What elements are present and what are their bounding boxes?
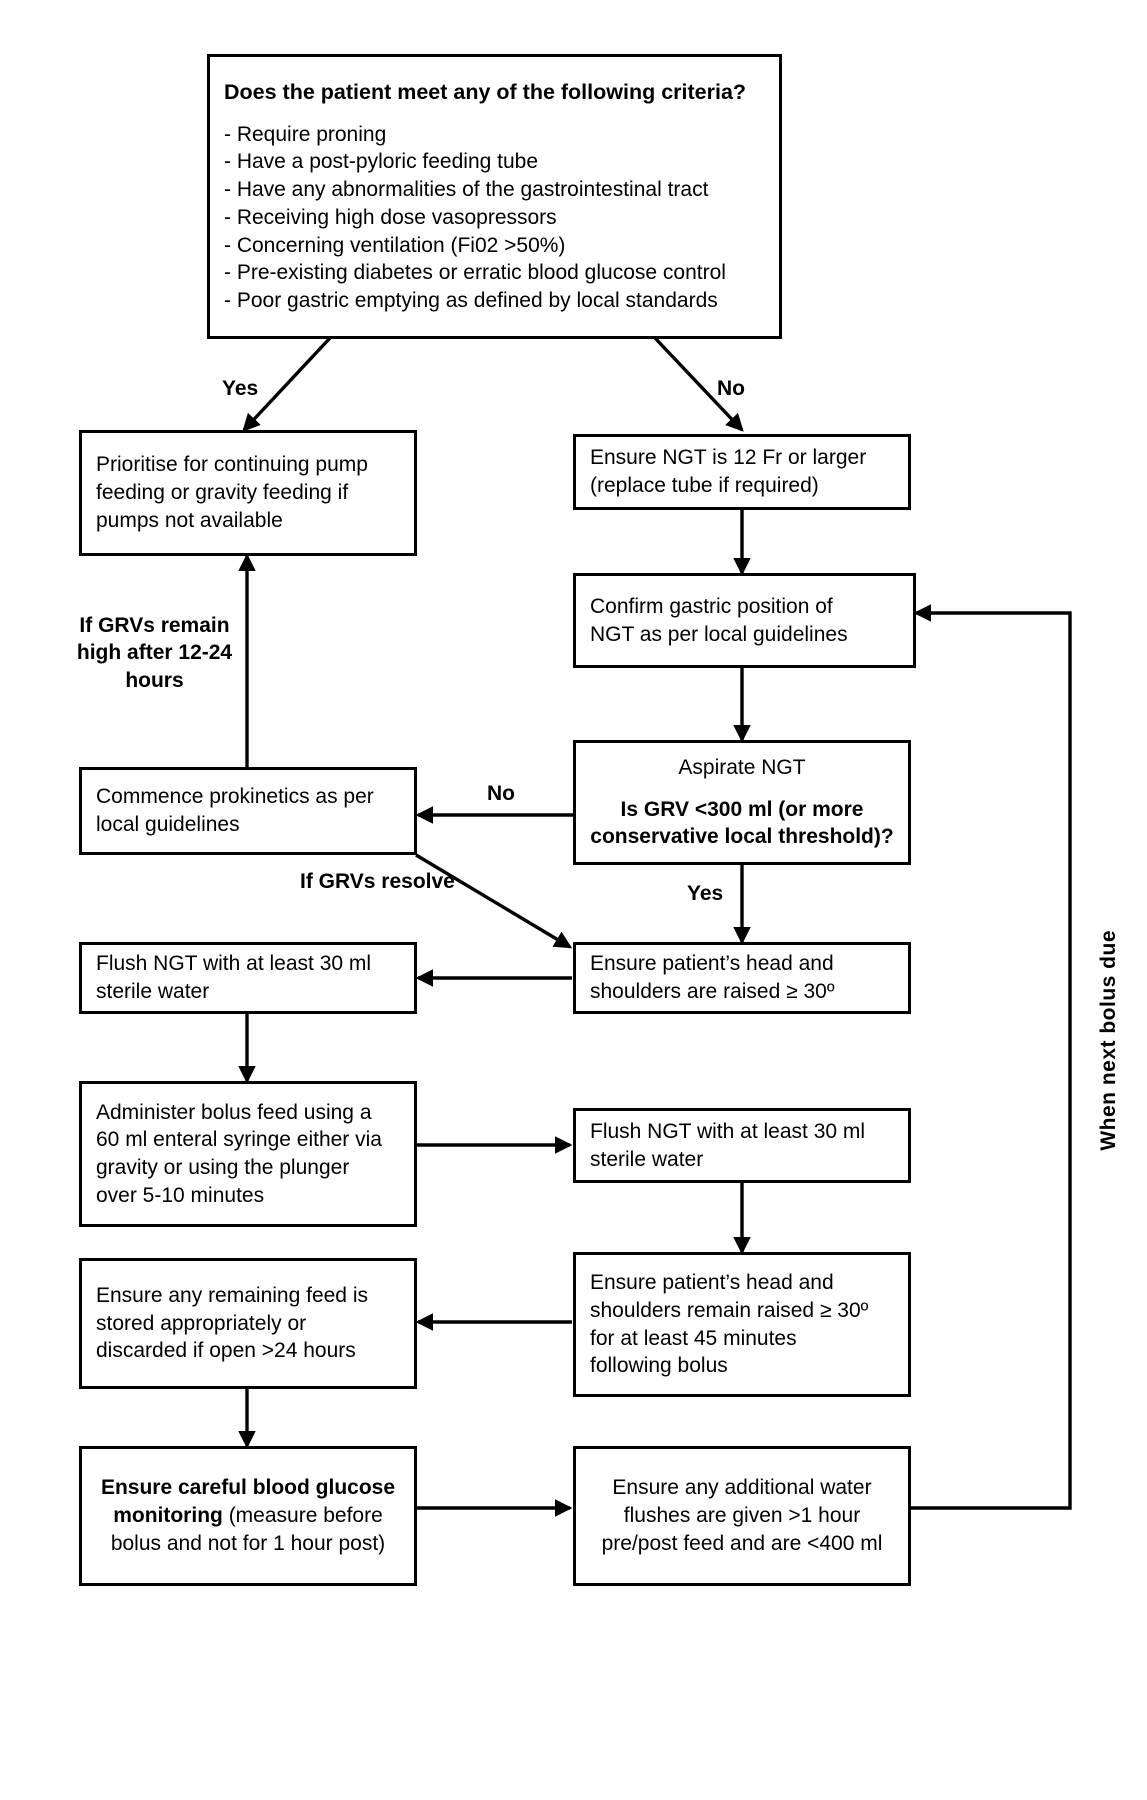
node-prioritise-pump: Prioritise for continuing pump feeding o… [79, 430, 417, 556]
node-line: sterile water [590, 1147, 704, 1171]
node-line: for at least 45 minutes [590, 1326, 797, 1350]
edge-label-when-next-bolus: When next bolus due [1097, 930, 1120, 1151]
node-line: Flush NGT with at least 30 ml [590, 1119, 866, 1143]
node-line: discarded if open >24 hours [96, 1339, 356, 1363]
aspirate-question-line: conservative local threshold)? [590, 825, 894, 849]
criteria-item: - Have any abnormalities of the gastroin… [224, 178, 709, 202]
node-confirm-position: Confirm gastric position of NGT as per l… [573, 573, 916, 668]
node-line: (replace tube if required) [590, 474, 819, 497]
node-blood-glucose: Ensure careful blood glucose monitoring … [79, 1446, 417, 1586]
node-line: Ensure NGT is 12 Fr or larger [590, 446, 867, 470]
node-criteria: Does the patient meet any of the followi… [207, 54, 782, 339]
node-line-bold: Ensure careful blood glucose [82, 1474, 414, 1502]
node-line: sterile water [96, 980, 210, 1003]
node-head-remain-raised: Ensure patient’s head and shoulders rema… [573, 1252, 911, 1397]
node-line: Confirm gastric position of [590, 594, 833, 618]
node-line: feeding or gravity feeding if [96, 481, 349, 505]
node-line: Ensure patient’s head and [590, 1271, 834, 1295]
node-flush-after: Flush NGT with at least 30 ml sterile wa… [573, 1108, 911, 1183]
criteria-heading: Does the patient meet any of the followi… [224, 80, 747, 105]
blood-glucose-bold-1: Ensure careful blood glucose [100, 1476, 396, 1500]
criteria-item: - Pre-existing diabetes or erratic blood… [224, 261, 726, 285]
blood-glucose-rest-1: (measure before [222, 1504, 383, 1528]
node-line-mixed: monitoring (measure before [82, 1502, 414, 1530]
node-line: local guidelines [96, 813, 240, 836]
node-line: NGT as per local guidelines [590, 622, 848, 646]
aspirate-plain-line: Aspirate NGT [678, 755, 806, 779]
edge-label-grvs-resolve: If GRVs resolve [300, 870, 455, 893]
node-flush-before: Flush NGT with at least 30 ml sterile wa… [79, 942, 417, 1014]
criteria-item: - Receiving high dose vasopressors [224, 205, 557, 229]
node-remaining-feed: Ensure any remaining feed is stored appr… [79, 1258, 417, 1389]
criteria-item: - Require proning [224, 122, 387, 146]
node-ensure-ngt-size: Ensure NGT is 12 Fr or larger (replace t… [573, 434, 911, 510]
edge-label-line: high after 12-24 [76, 641, 233, 665]
node-line: over 5-10 minutes [96, 1183, 265, 1207]
criteria-item: - Poor gastric emptying as defined by lo… [224, 288, 718, 312]
edge-label-no-grv: No [487, 782, 515, 805]
edge-label-yes-grv: Yes [687, 882, 724, 905]
blood-glucose-bold-2: monitoring [113, 1504, 223, 1528]
node-line: 60 ml enteral syringe either via [96, 1128, 382, 1152]
node-line: stored appropriately or [96, 1311, 307, 1335]
node-line: Ensure any remaining feed is [96, 1283, 368, 1307]
edge-label-line: hours [125, 668, 184, 692]
node-line: following bolus [590, 1354, 728, 1378]
node-line: Prioritise for continuing pump [96, 453, 368, 477]
node-aspirate-ngt: Aspirate NGT Is GRV <300 ml (or more con… [573, 740, 911, 865]
node-line: bolus and not for 1 hour post) [110, 1531, 386, 1555]
edge-label-grv-remain-high: If GRVs remain high after 12-24 hours [72, 612, 237, 694]
node-line: shoulders are raised ≥ 30º [590, 980, 835, 1003]
node-head-raised: Ensure patient’s head and shoulders are … [573, 942, 911, 1014]
node-line: pre/post feed and are <400 ml [601, 1531, 883, 1555]
node-administer-bolus: Administer bolus feed using a 60 ml ente… [79, 1081, 417, 1227]
node-line: Ensure any additional water [612, 1476, 872, 1500]
node-line: flushes are given >1 hour [623, 1504, 861, 1528]
node-commence-prokinetics: Commence prokinetics as per local guidel… [79, 767, 417, 855]
node-line: shoulders remain raised ≥ 30º [590, 1298, 869, 1322]
edge-label-no-top: No [717, 377, 745, 400]
node-line: Flush NGT with at least 30 ml [96, 952, 372, 976]
node-line: gravity or using the plunger [96, 1156, 350, 1179]
edge-label-line: If GRVs remain [79, 614, 230, 637]
aspirate-question-line: Is GRV <300 ml (or more [620, 797, 864, 821]
edge-label-yes-top: Yes [222, 377, 259, 400]
criteria-item: - Have a post-pyloric feeding tube [224, 150, 539, 174]
node-line: Commence prokinetics as per [96, 785, 374, 809]
node-line: Administer bolus feed using a [96, 1100, 372, 1124]
node-additional-water: Ensure any additional water flushes are … [573, 1446, 911, 1586]
criteria-item: - Concerning ventilation (Fi02 >50%) [224, 233, 566, 257]
node-line: pumps not available [96, 508, 283, 532]
node-line: Ensure patient’s head and [590, 952, 834, 976]
